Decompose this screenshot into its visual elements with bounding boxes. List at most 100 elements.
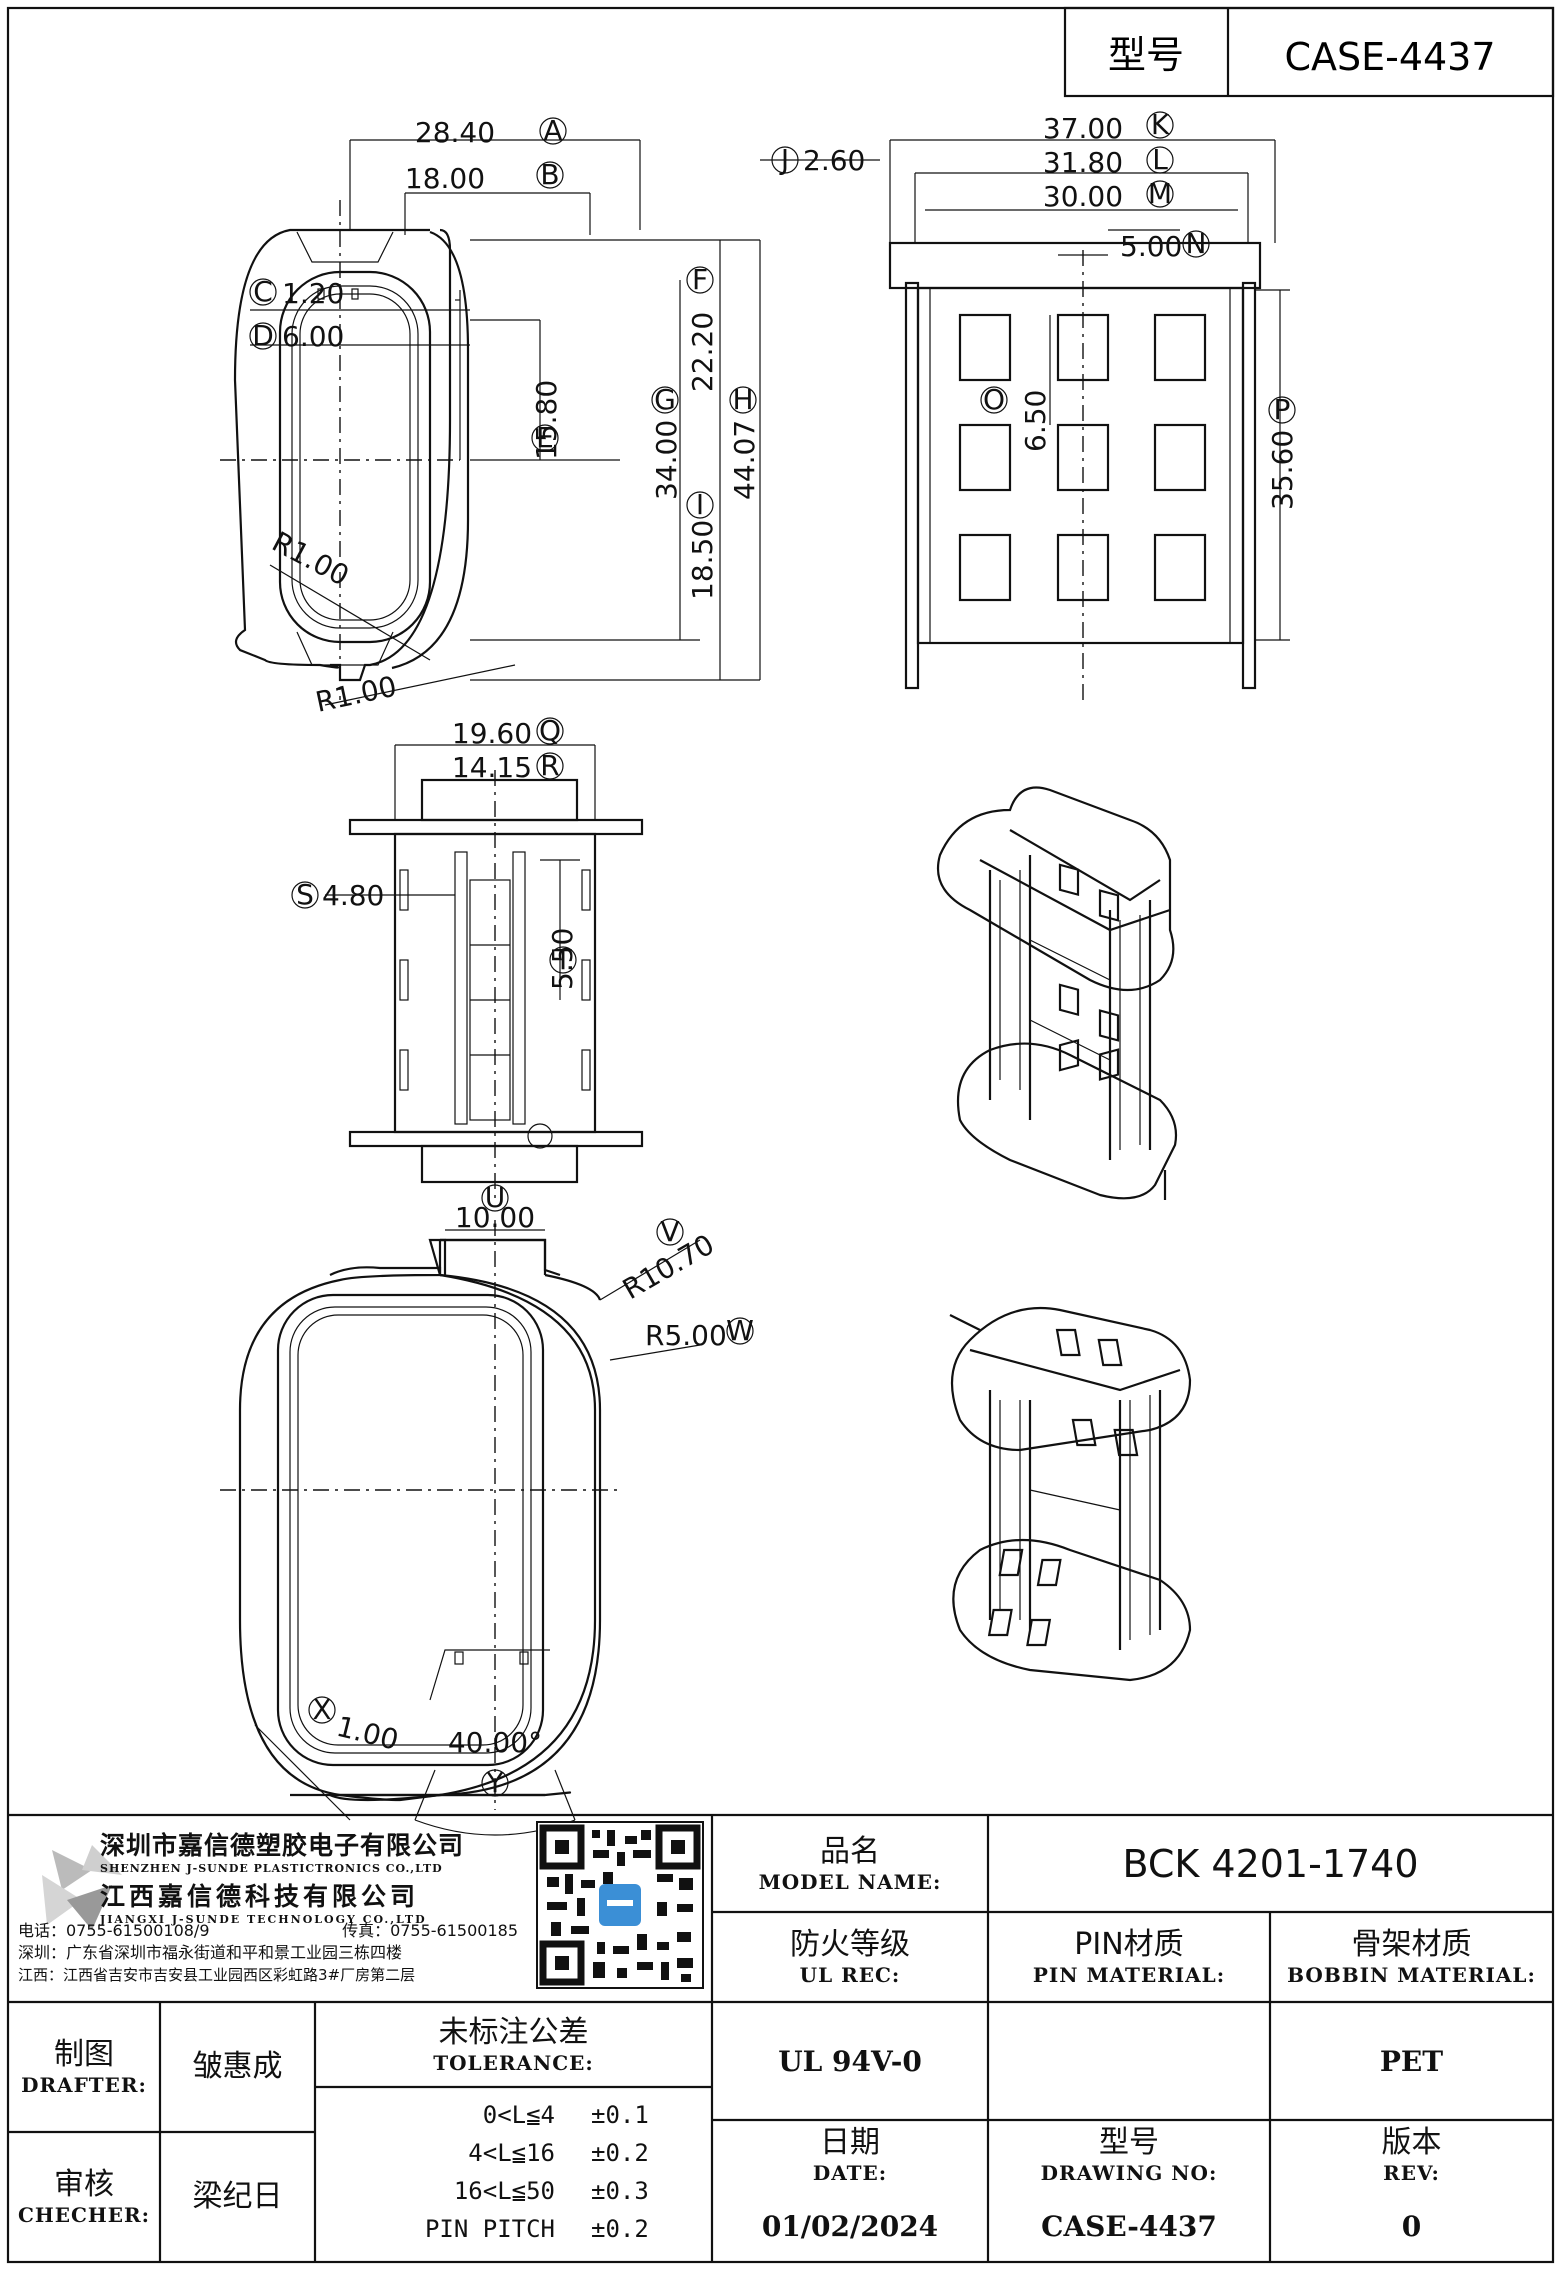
drawing-no-en: DRAWING NO: [1040,2161,1218,2185]
pin-header: PIN材质 PIN MATERIAL: [988,1912,1270,2002]
tolerance-range: 0<L≦4 [482,2101,555,2129]
checker-name-cell: 梁纪日 [160,2132,315,2262]
ul-value: UL 94V-0 [778,2044,922,2078]
company-name-en: SHENZHEN J-SUNDE PLASTICTRONICS CO.,LTD [100,1862,443,1875]
ul-cn: 防火等级 [790,1927,910,1962]
dim-30-00: 30.00 [1043,180,1123,213]
tolerance-header: 未标注公差 TOLERANCE: [315,2002,712,2087]
balloon-J: J [779,143,789,176]
balloon-M: M [1148,177,1172,210]
dim-34-00: 34.00 [650,420,683,500]
dim-18-50: 18.50 [686,520,719,600]
pin-cn: PIN材质 [1074,1927,1184,1962]
drafter-cn: 制图 [54,2037,114,2072]
date-cn: 日期 [820,2125,880,2160]
tolerance-cn: 未标注公差 [438,2014,589,2050]
tolerance-value: ±0.3 [591,2177,649,2205]
front-windows [958,313,1207,602]
front-body [916,286,1245,645]
dim-44-07: 44.07 [728,420,761,500]
title-box-label: 型号 [1108,33,1184,77]
checker-cn: 审核 [54,2167,114,2202]
isometric-view-1 [936,786,1178,1200]
balloon-Q: Q [539,714,561,747]
rev-en: REV: [1383,2161,1440,2185]
top-view: 28.40 A 18.00 B C 1.20 D 6.00 15.80 22.2… [220,114,761,719]
tolerance-range: 4<L≦16 [468,2139,555,2167]
drawing-no-value-cell: CASE-4437 [988,2190,1270,2262]
drafter-en: DRAFTER: [21,2073,147,2097]
balloon-T: T [553,943,572,976]
balloon-C: C [253,275,273,308]
ul-en: UL REC: [799,1963,901,1987]
dim-10-00: 10.00 [455,1201,535,1234]
balloon-S: S [296,878,314,911]
company2-name-cn: 江西嘉信德科技有限公司 [100,1882,420,1911]
date-en: DATE: [812,2161,888,2185]
dim-35-60: 35.60 [1266,430,1299,510]
tolerance-value: ±0.1 [591,2101,649,2129]
ul-header: 防火等级 UL REC: [712,1912,988,2002]
top-outer-flange [233,228,452,682]
dim-5-50: 5.50 [546,928,579,990]
dim-37-00: 37.00 [1043,112,1123,145]
drawing-no-value: CASE-4437 [1041,2209,1217,2243]
bobbin-header: 骨架材质 BOBBIN MATERIAL: [1270,1912,1553,2002]
checker-header: 审核 CHECHER: [8,2132,160,2262]
pin-en: PIN MATERIAL: [1032,1963,1226,1987]
contact-block: 电话：0755-61500108/9 传真：0755-61500185 深圳：广… [18,1920,538,1986]
dim-5-00: 5.00 [1120,230,1182,263]
balloon-B: B [540,158,559,191]
balloon-D: D [252,319,274,352]
company-block: 深圳市嘉信德塑胶电子有限公司 SHENZHEN J-SUNDE PLASTICT… [100,1826,530,1926]
balloon-F: F [692,263,708,296]
top-outer-wall [278,270,432,644]
drawing-no-cn: 型号 [1099,2125,1159,2160]
sheet-border [6,6,1555,2264]
company-phone: 电话：0755-61500108/9 [18,1921,210,1940]
dim-28-40: 28.40 [415,116,495,149]
bobbin-value: PET [1379,2044,1444,2078]
drawing-no-header: 型号 DRAWING NO: [988,2120,1270,2190]
dim-r1-00-b: R1.00 [313,670,400,719]
ul-value-cell: UL 94V-0 [712,2002,988,2120]
qr-code [536,1821,704,1989]
checker-en: CHECHER: [17,2203,151,2227]
balloon-Y: Y [485,1766,504,1799]
model-name-en: MODEL NAME: [758,1869,942,1894]
company-fax: 传真：0755-61500185 [342,1921,518,1940]
balloon-N: N [1186,227,1207,260]
model-name-value: BCK 4201-1740 [1122,1841,1419,1886]
dim-14-15: 14.15 [452,751,532,784]
drafter-name-cell: 皱惠成 [160,2002,315,2132]
top-inner-wall [291,285,419,629]
tolerance-table: 0<L≦4 ±0.1 4<L≦16 ±0.2 16<L≦50 ±0.3 PIN … [355,2096,675,2248]
dim-22-20: 22.20 [686,312,719,392]
dim-6-00: 6.00 [282,320,344,353]
tolerance-range: 16<L≦50 [453,2177,555,2205]
model-name-header: 品名 MODEL NAME: [712,1815,988,1912]
tolerance-value: ±0.2 [591,2139,649,2167]
balloon-K: K [1151,108,1170,141]
company2-name-en: JIANGXI J-SUNDE TECHNOLOGY CO.,LTD [100,1913,427,1926]
drafter-header: 制图 DRAFTER: [8,2002,160,2132]
balloon-G: G [654,383,676,416]
dim-6-50: 6.50 [1019,390,1052,452]
balloon-X: X [312,1693,331,1726]
dim-19-60: 19.60 [452,717,532,750]
tolerance-value: ±0.2 [591,2215,649,2243]
isometric-view-2 [949,1306,1192,1682]
title-box: 型号 CASE-4437 [1063,6,1555,98]
model-name-cn: 品名 [820,1833,880,1869]
balloon-A: A [543,114,562,147]
front-view: 37.00 K 31.80 L 30.00 M J 2.60 5.00 N O … [760,108,1299,700]
dim-4-80: 4.80 [322,879,384,912]
balloon-P: P [1274,393,1291,426]
balloon-O: O [983,383,1005,416]
tolerance-range: PIN PITCH [424,2215,555,2243]
bobbin-cn: 骨架材质 [1351,1927,1472,1962]
date-value-cell: 01/02/2024 [712,2190,988,2262]
balloon-E: E [536,421,554,454]
